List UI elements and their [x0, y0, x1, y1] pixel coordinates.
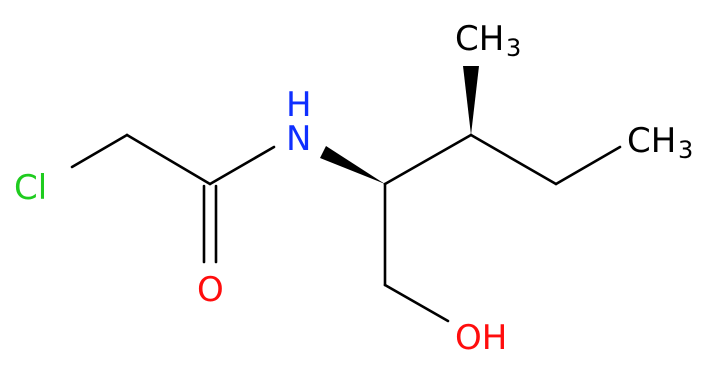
atom-h: H — [286, 85, 312, 125]
atom-o-carbonyl: O — [197, 270, 224, 310]
bond-ch2-oh — [383, 283, 450, 323]
atom-oh: OH — [455, 318, 507, 358]
wedge-bond-c3-ch3 — [463, 66, 479, 135]
wedge-bond-c2-n — [320, 146, 385, 184]
atom-ch3-top-label: CH — [455, 19, 504, 59]
atom-ch3-top-subscript: 3 — [506, 34, 521, 62]
atom-cl: Cl — [14, 168, 47, 208]
atom-ch3-right-label: CH — [627, 121, 676, 161]
bond-cl-ch2 — [70, 133, 129, 169]
atom-ch3-right-subscript: 3 — [678, 136, 693, 164]
bond-ch2-ch3 — [554, 145, 622, 186]
bond-ch2-carbonyl — [125, 133, 212, 186]
atom-n: N — [286, 119, 311, 159]
atom-ch3-top: CH 3 — [455, 19, 521, 62]
bond-c2-c3 — [383, 133, 473, 186]
bond-c3-ch2 — [469, 133, 558, 186]
atom-ch3-right: CH 3 — [627, 121, 693, 164]
bonds — [70, 66, 622, 323]
bond-carbonyl-n — [208, 145, 276, 186]
atom-labels: Cl H N O OH CH 3 CH 3 — [14, 19, 693, 358]
